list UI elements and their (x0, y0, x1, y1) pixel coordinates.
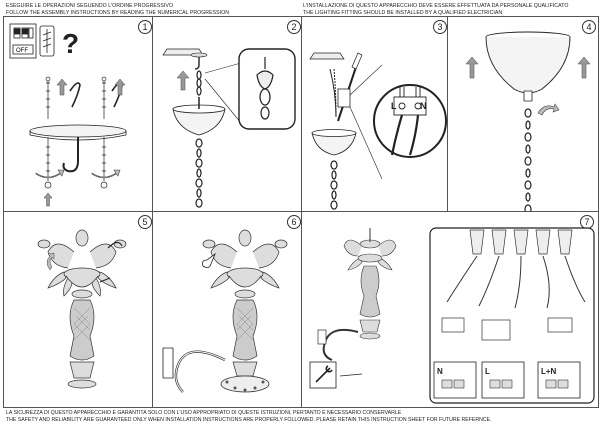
step-3-panel: 3 L N (301, 16, 450, 214)
header-left-line1: ESEGUIRE LE OPERAZIONI SEGUENDO L'ORDINE… (6, 3, 174, 9)
screwdriver-icon (39, 25, 55, 57)
step-5-illustration (37, 229, 127, 389)
rotate-arrow-icon (46, 252, 55, 271)
step-number-1: 1 (138, 20, 152, 34)
ln-terminal-label: L+N (541, 367, 557, 376)
footer-line2: THE SAFETY AND RELIABILITY ARE GUARANTEE… (6, 416, 492, 423)
header-right: L'INSTALLAZIONE DI QUESTO APPARECCHIO DE… (303, 3, 568, 16)
step-6-illustration (162, 229, 288, 393)
wrench-icon (315, 365, 333, 383)
chain-icon (330, 160, 338, 210)
arrow-up-icon (465, 56, 591, 79)
question-icon: ? (62, 28, 79, 59)
l-label: L (391, 101, 397, 111)
chain-icon (196, 70, 202, 96)
step-7-illustration: N L L+N (309, 227, 595, 404)
step-number-5: 5 (138, 215, 152, 229)
question-mark: ? (62, 28, 79, 59)
rotate-arrow-icon (537, 103, 560, 116)
header-left: ESEGUIRE LE OPERAZIONI SEGUENDO L'ORDINE… (6, 3, 229, 16)
step-4-panel: 4 (447, 16, 599, 214)
chain-icon (524, 108, 532, 213)
step-number-3: 3 (433, 20, 447, 34)
header-left-line2: FOLLOW THE ASSEMBLY INSTRUCTIONS BY READ… (6, 9, 229, 16)
header-right-line2: THE LIGHTING FITTING SHOULD BE INSTALLED… (303, 9, 503, 16)
step-4-illustration (465, 31, 591, 213)
footer: LA SICUREZZA DI QUESTO APPARECCHIO È GAR… (6, 410, 492, 424)
step-3-illustration: L N (309, 52, 447, 210)
power-switch-off-icon (9, 23, 37, 59)
step-2-panel: 2 (152, 16, 304, 214)
arrow-up-icon (176, 70, 190, 91)
hook-icon (62, 137, 79, 173)
n-label: N (420, 101, 427, 111)
header-right-line1: L'INSTALLAZIONE DI QUESTO APPARECCHIO DE… (303, 3, 569, 9)
step-1-illustration: OFF ? (9, 23, 127, 207)
rotate-arrow-icon (35, 169, 121, 179)
terminal-block-icon (441, 379, 569, 389)
step-number-6: 6 (287, 215, 301, 229)
n-terminal-label: N (437, 367, 443, 376)
step-2-illustration (162, 48, 296, 208)
arrow-up-icon (56, 78, 126, 96)
terminal-block-icon (393, 87, 427, 116)
l-terminal-label: L (485, 367, 490, 376)
hook-icon (194, 57, 200, 70)
step-6-panel: 6 (152, 211, 304, 408)
footer-line1: LA SICUREZZA DI QUESTO APPARECCHIO È GAR… (6, 410, 402, 416)
off-label: OFF (16, 48, 28, 54)
step-1-panel: 1 OFF ? (3, 16, 155, 214)
step-number-2: 2 (287, 20, 301, 34)
step-number-4: 4 (582, 20, 596, 34)
step-7-panel: 7 (301, 211, 599, 408)
step-5-panel: 5 (3, 211, 155, 408)
